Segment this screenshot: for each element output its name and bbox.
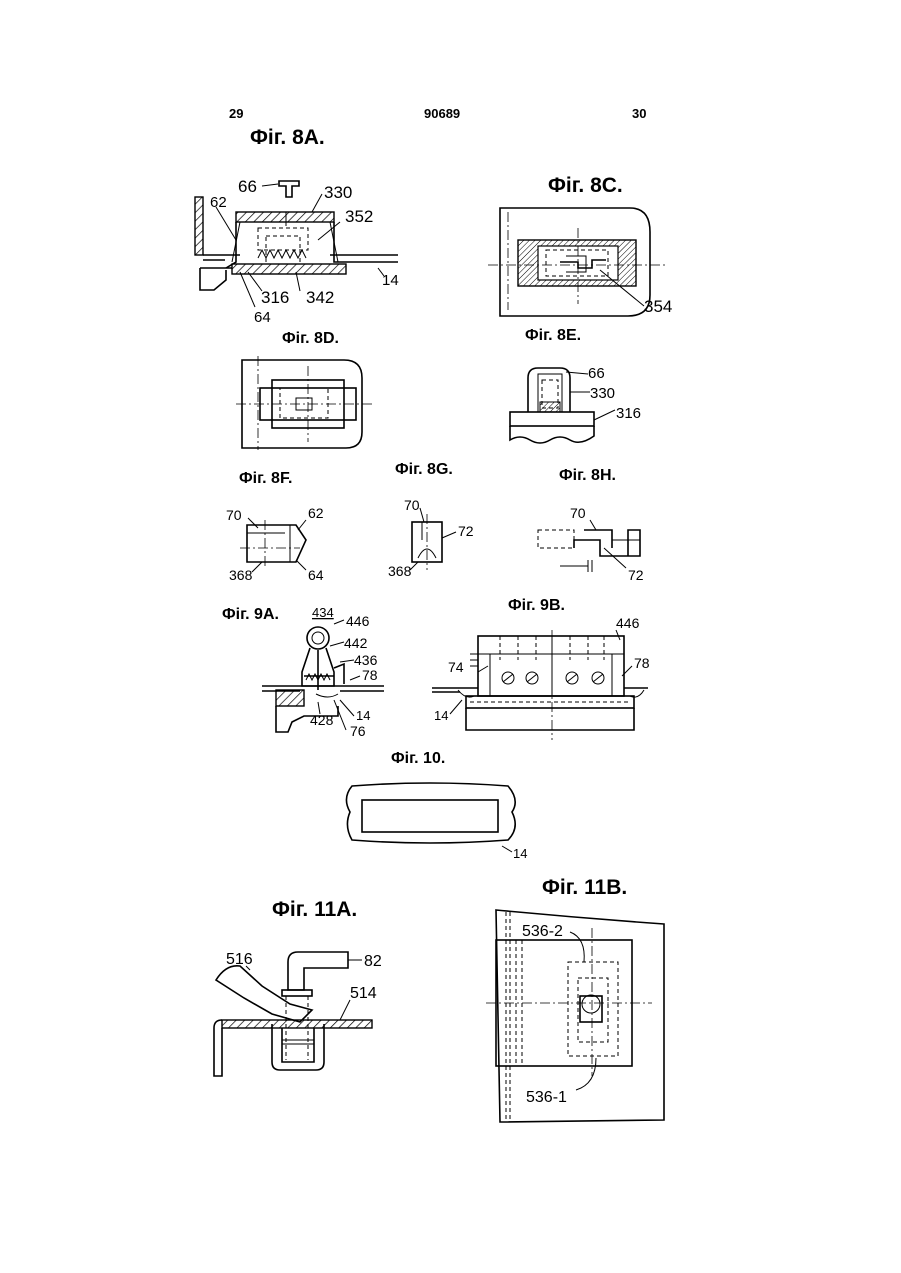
fig-9a-label-446: 446 bbox=[346, 613, 370, 629]
fig-9a-label-434: 434 bbox=[312, 605, 334, 620]
fig-8a-label-352: 352 bbox=[345, 207, 373, 226]
fig-8c-drawing: 354 bbox=[488, 208, 672, 316]
fig-8h-label-72: 72 bbox=[628, 567, 644, 583]
fig-8f-label-368: 368 bbox=[229, 567, 253, 583]
fig-8d-drawing bbox=[236, 356, 372, 450]
fig-9a-label-428: 428 bbox=[310, 712, 334, 728]
fig-11a-lever bbox=[216, 966, 312, 1022]
fig-8a-label-62: 62 bbox=[210, 194, 227, 211]
fig-11a-pin bbox=[288, 952, 348, 990]
fig-8f-drawing: 70 62 368 64 bbox=[226, 505, 324, 583]
fig-11a-label-514: 514 bbox=[350, 985, 377, 1002]
fig-9a-eyelet bbox=[307, 627, 329, 649]
fig-8f-block bbox=[247, 525, 306, 562]
fig-8e-label-66: 66 bbox=[588, 365, 605, 382]
fig-8a-wall bbox=[195, 197, 203, 255]
fig-10-label-14: 14 bbox=[513, 846, 527, 861]
fig-8g-label-72: 72 bbox=[458, 523, 474, 539]
fig-8a-label-14: 14 bbox=[382, 272, 399, 289]
fig-8f-label-64: 64 bbox=[308, 567, 324, 583]
fig-8h-label-70: 70 bbox=[570, 505, 586, 521]
fig-9b-label-74: 74 bbox=[448, 659, 464, 675]
fig-9a-label-76: 76 bbox=[350, 723, 366, 739]
fig-9a-label-14: 14 bbox=[356, 708, 370, 723]
fig-11a-label-82: 82 bbox=[364, 953, 382, 970]
fig-8a-plug bbox=[279, 181, 299, 197]
fig-8a-drawing: 66 330 62 352 14 316 342 64 bbox=[195, 177, 399, 326]
fig-8e-label-316: 316 bbox=[616, 405, 641, 422]
fig-11a-drawing: 516 82 514 bbox=[214, 951, 382, 1076]
fig-10-sheet-outline bbox=[346, 783, 515, 843]
fig-8h-drawing: 70 72 bbox=[538, 505, 644, 583]
fig-11b-drawing: 536-2 536-1 bbox=[486, 910, 664, 1122]
fig-8g-drawing: 70 72 368 bbox=[388, 497, 474, 579]
fig-11b-label-536-1: 536-1 bbox=[526, 1089, 567, 1106]
fig-11a-label-516: 516 bbox=[226, 951, 253, 968]
fig-9b-label-446: 446 bbox=[616, 615, 640, 631]
fig-9b-drawing: 446 74 78 14 bbox=[432, 615, 650, 740]
fig-8g-label-70: 70 bbox=[404, 497, 420, 513]
fig-8h-part bbox=[538, 530, 574, 548]
fig-9b-label-14: 14 bbox=[434, 708, 448, 723]
fig-8a-label-342: 342 bbox=[306, 288, 334, 307]
fig-8f-label-70: 70 bbox=[226, 507, 242, 523]
fig-8e-drawing: 66 330 316 bbox=[510, 365, 641, 443]
fig-8e-label-330: 330 bbox=[590, 385, 615, 402]
fig-8a-label-316: 316 bbox=[261, 288, 289, 307]
fig-8a-label-64: 64 bbox=[254, 309, 271, 326]
fig-8g-label-368: 368 bbox=[388, 563, 412, 579]
fig-10-cutout bbox=[362, 800, 498, 832]
fig-8a-label-66: 66 bbox=[238, 177, 257, 196]
fig-9a-label-442: 442 bbox=[344, 635, 368, 651]
fig-9b-label-78: 78 bbox=[634, 655, 650, 671]
fig-9a-label-436: 436 bbox=[354, 652, 378, 668]
fig-8a-label-330: 330 bbox=[324, 183, 352, 202]
fig-9a-label-78: 78 bbox=[362, 667, 378, 683]
fig-8c-label-354: 354 bbox=[644, 297, 672, 316]
fig-9a-drawing: 434 446 442 436 78 14 42 bbox=[262, 605, 384, 739]
fig-8a-cap bbox=[236, 212, 334, 222]
fig-10-drawing: 14 bbox=[346, 783, 527, 861]
fig-8f-label-62: 62 bbox=[308, 505, 324, 521]
fig-11b-label-536-2: 536-2 bbox=[522, 923, 563, 940]
